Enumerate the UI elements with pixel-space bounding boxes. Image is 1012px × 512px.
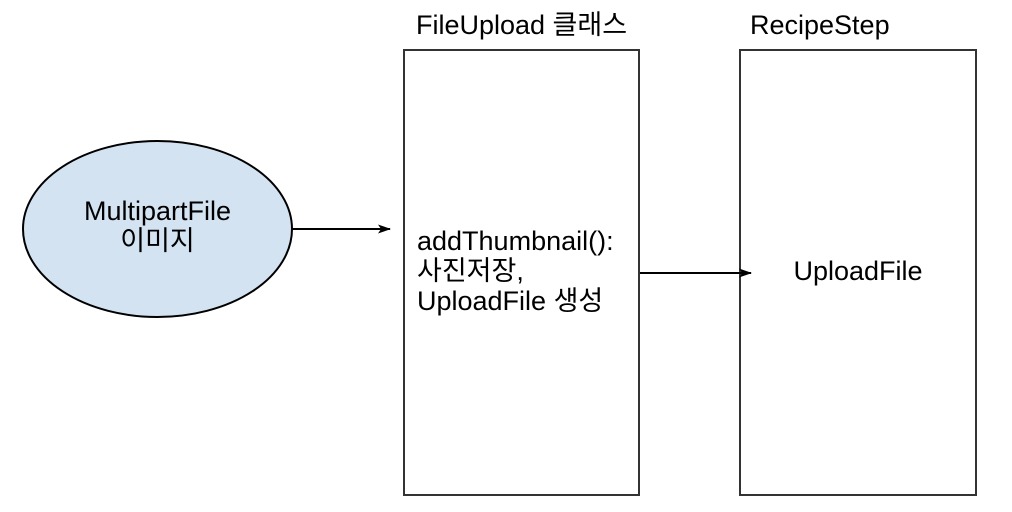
- fileupload-box-title: FileUpload 클래스: [415, 10, 628, 40]
- recipestep-box: [739, 49, 977, 496]
- multipartfile-ellipse-label: MultipartFile 이미지: [83, 196, 232, 256]
- recipestep-box-title: RecipeStep: [750, 10, 890, 40]
- recipestep-box-body: UploadFile: [793, 256, 923, 286]
- fileupload-box: [403, 49, 640, 496]
- fileupload-box-body: addThumbnail(): 사진저장, UploadFile 생성: [417, 226, 614, 316]
